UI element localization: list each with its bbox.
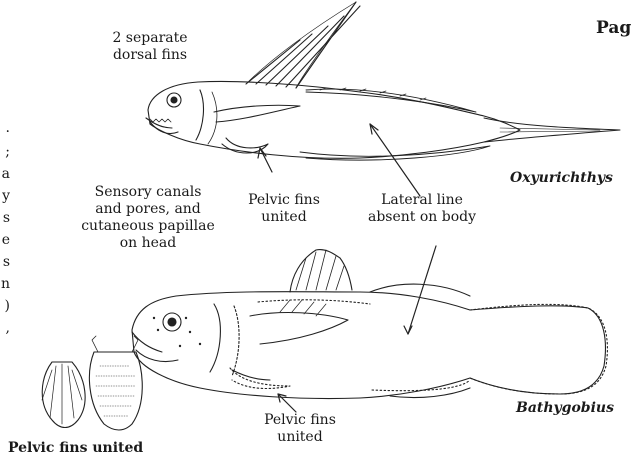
label-line: on head (78, 235, 218, 252)
margin-char: , (0, 320, 10, 337)
margin-char: ; (0, 144, 10, 161)
label-line: Lateral line (352, 192, 492, 209)
label-line: united (250, 429, 350, 446)
label-line: 2 separate (80, 30, 220, 47)
margin-char: s (0, 254, 10, 271)
label-line: dorsal fins (80, 47, 220, 64)
pelvic-fin-inset-drawing (42, 336, 142, 430)
margin-char: y (0, 188, 10, 205)
label-line: cutaneous papillae (78, 218, 218, 235)
pointer-lines (258, 124, 436, 412)
margin-char: e (0, 232, 10, 249)
label-line: Pelvic fins (234, 192, 334, 209)
species-name-oxyurichthys: Oxyurichthys (510, 170, 613, 187)
label-line: absent on body (352, 209, 492, 226)
label-line: Pelvic fins (250, 412, 350, 429)
oxyurichthys-drawing (146, 2, 620, 160)
label-sensory-canals: Sensory canals and pores, and cutaneous … (78, 184, 218, 252)
label-line: Sensory canals (78, 184, 218, 201)
label-dorsal-fins: 2 separate dorsal fins (80, 30, 220, 64)
page-header: Pag (596, 20, 631, 37)
label-pelvic-fins-lower: Pelvic fins united (250, 412, 350, 446)
species-name-bathygobius: Bathygobius (516, 400, 614, 417)
margin-char: a (0, 166, 10, 183)
label-pelvic-inset: Pelvic fins united (8, 440, 143, 457)
margin-char: s (0, 210, 10, 227)
label-lateral-line: Lateral line absent on body (352, 192, 492, 226)
label-pelvic-fins-upper: Pelvic fins united (234, 192, 334, 226)
label-line: and pores, and (78, 201, 218, 218)
margin-char: . (0, 120, 10, 137)
label-line: united (234, 209, 334, 226)
bathygobius-drawing (132, 250, 607, 399)
margin-char: ) (0, 298, 10, 315)
margin-char: n (0, 276, 10, 293)
